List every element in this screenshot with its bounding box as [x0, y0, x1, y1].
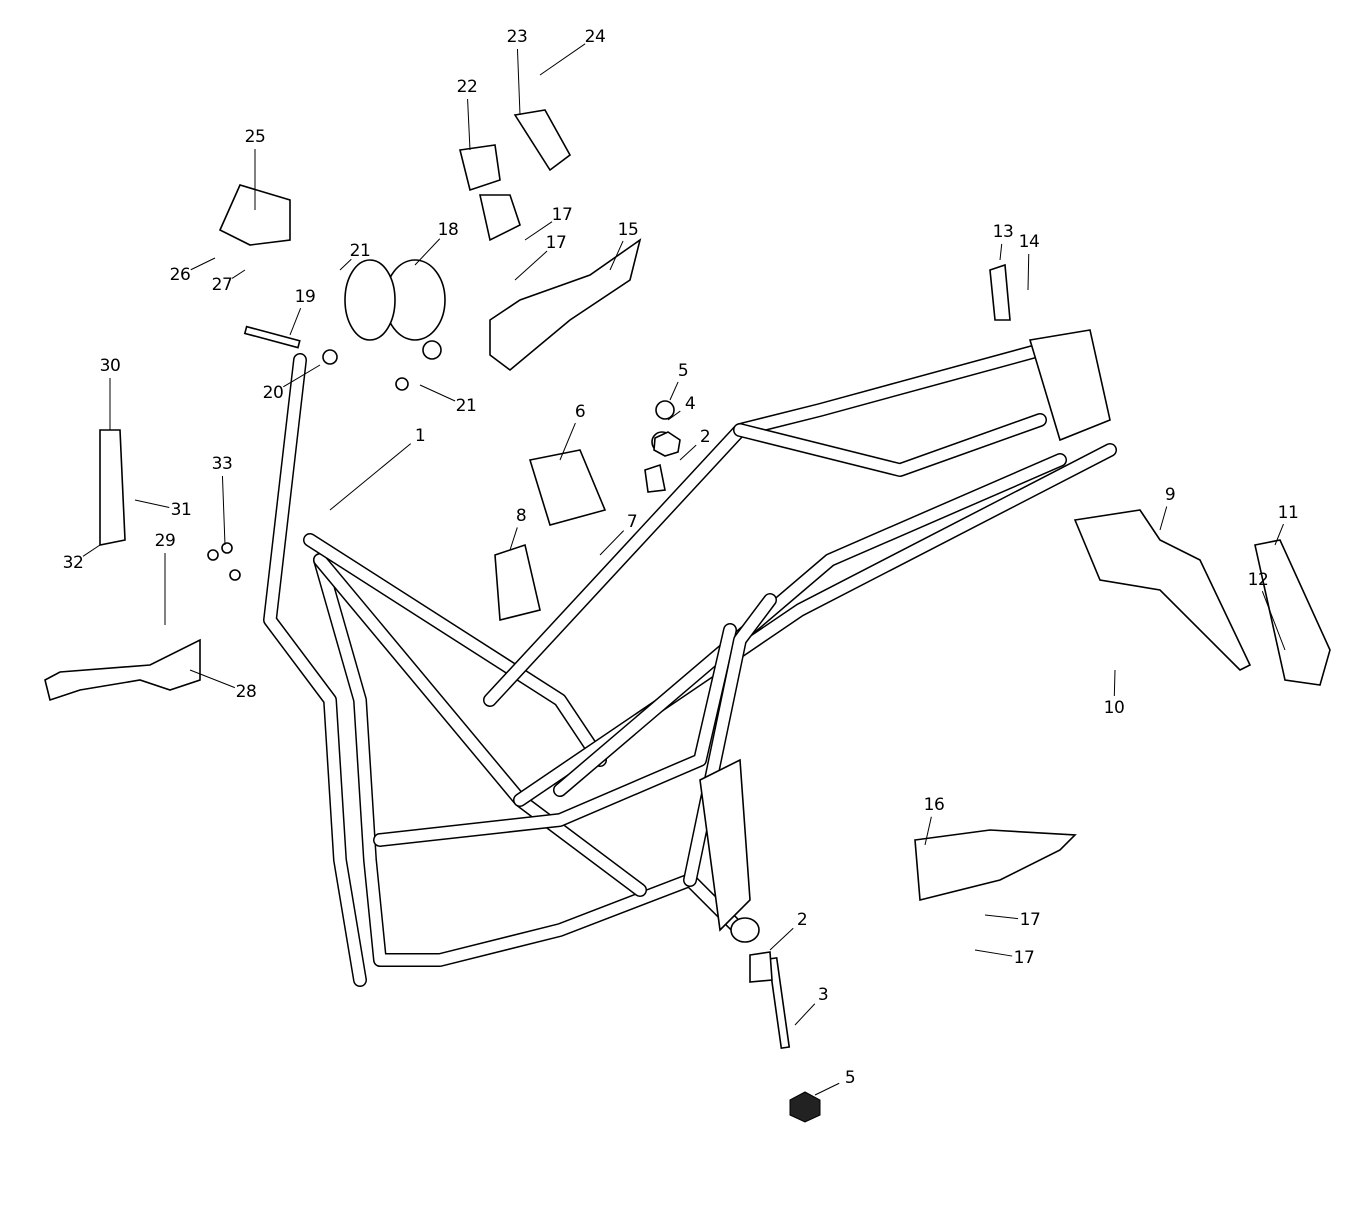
leader-line: [599, 530, 625, 556]
leader-line: [339, 258, 352, 271]
callout-5: 5: [844, 1068, 856, 1088]
leader-line: [1159, 506, 1168, 531]
callout-3: 3: [817, 985, 829, 1005]
callout-2: 2: [699, 427, 711, 447]
leader-line: [524, 221, 553, 241]
leader-line: [1274, 523, 1284, 546]
leader-line: [221, 475, 226, 546]
callout-7: 7: [626, 512, 638, 532]
leader-line: [509, 527, 518, 551]
leader-line: [283, 364, 321, 388]
callout-32: 32: [62, 553, 84, 573]
leader-line: [539, 43, 586, 76]
leader-line: [669, 381, 679, 401]
callout-2: 2: [796, 910, 808, 930]
callout-24: 24: [584, 27, 606, 47]
leader-line: [667, 410, 681, 421]
leader-line: [794, 1003, 816, 1026]
callout-31: 31: [170, 500, 192, 520]
callout-33: 33: [211, 454, 233, 474]
leader-line: [329, 443, 412, 511]
leader-line: [514, 250, 548, 281]
callout-17: 17: [1013, 948, 1035, 968]
leader-line: [190, 257, 216, 271]
callout-28: 28: [235, 682, 257, 702]
leader-line: [189, 669, 236, 689]
callout-4: 4: [684, 394, 696, 414]
leader-line: [516, 48, 521, 116]
callout-26: 26: [169, 265, 191, 285]
callout-23: 23: [506, 27, 528, 47]
callout-15: 15: [617, 220, 639, 240]
leader-line: [414, 238, 441, 266]
callout-12: 12: [1247, 570, 1269, 590]
leader-line: [1261, 591, 1286, 651]
callout-1: 1: [414, 426, 426, 446]
leader-line: [924, 816, 932, 846]
callout-27: 27: [211, 275, 233, 295]
callout-16: 16: [923, 795, 945, 815]
leader-line: [231, 269, 246, 279]
callout-20: 20: [262, 383, 284, 403]
callout-30: 30: [99, 356, 121, 376]
leader-line: [1113, 669, 1116, 697]
leader-line: [467, 98, 471, 151]
callout-21: 21: [455, 396, 477, 416]
callout-11: 11: [1277, 503, 1299, 523]
callout-17: 17: [545, 233, 567, 253]
callout-10: 10: [1103, 698, 1125, 718]
leader-line: [82, 544, 101, 557]
leader-line: [559, 422, 576, 461]
small-parts: [44, 109, 1331, 1123]
callout-8: 8: [515, 506, 527, 526]
callout-22: 22: [456, 77, 478, 97]
leader-line: [134, 499, 170, 508]
callout-17: 17: [1019, 910, 1041, 930]
main-frame: [263, 329, 1117, 987]
callout-9: 9: [1164, 485, 1176, 505]
callout-29: 29: [154, 531, 176, 551]
leader-line: [1027, 253, 1030, 291]
leader-line: [814, 1082, 840, 1096]
callout-18: 18: [437, 220, 459, 240]
leader-line: [289, 307, 302, 336]
callout-13: 13: [992, 222, 1014, 242]
callout-14: 14: [1018, 232, 1040, 252]
callout-5: 5: [677, 361, 689, 381]
leader-line: [769, 927, 794, 951]
leader-line: [419, 384, 456, 402]
callout-17: 17: [551, 205, 573, 225]
leader-line: [974, 949, 1013, 957]
leader-line: [609, 240, 624, 271]
callout-21: 21: [349, 241, 371, 261]
callout-19: 19: [294, 287, 316, 307]
leader-lines: [82, 43, 1286, 1096]
callout-25: 25: [244, 127, 266, 147]
callout-6: 6: [574, 402, 586, 422]
leader-line: [999, 243, 1003, 261]
leader-line: [679, 444, 697, 461]
leader-line: [984, 914, 1019, 920]
